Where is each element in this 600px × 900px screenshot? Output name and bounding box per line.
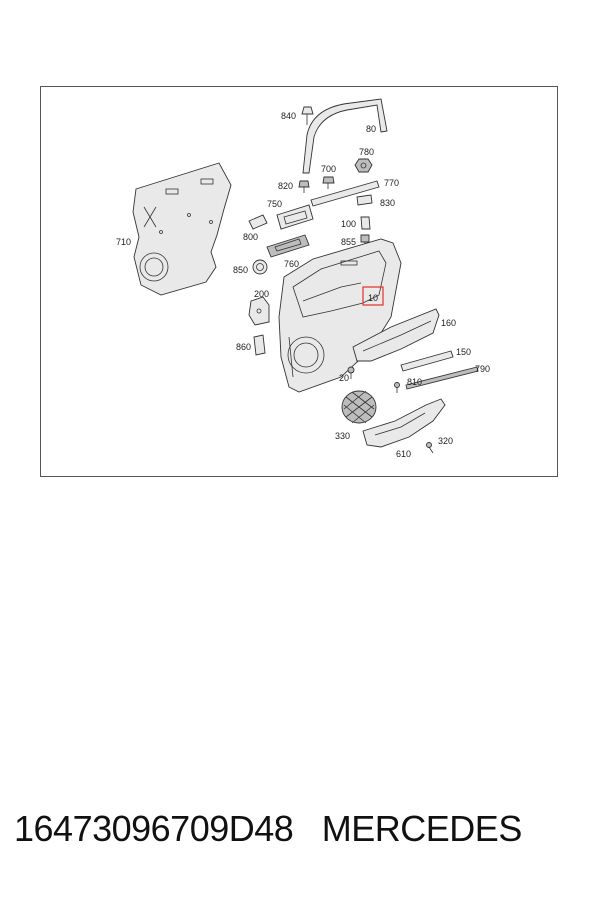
- callout-700: 700: [321, 164, 336, 174]
- callout-790: 790: [475, 364, 490, 374]
- callout-10-highlight-box: [362, 286, 384, 306]
- callout-800: 800: [243, 232, 258, 242]
- callout-330: 330: [335, 431, 350, 441]
- callout-750: 750: [267, 199, 282, 209]
- parts-diagram-frame: 710 840 80 700 780 820 770: [40, 86, 558, 477]
- part-820-screw: [298, 180, 310, 193]
- callout-710: 710: [116, 237, 131, 247]
- callout-20: 20: [339, 373, 349, 383]
- part-760-door-handle: [266, 234, 310, 258]
- part-790-molding: [405, 366, 479, 390]
- part-750-handle-frame: [276, 204, 314, 230]
- callout-830: 830: [380, 198, 395, 208]
- callout-840: 840: [281, 111, 296, 121]
- callout-770: 770: [384, 178, 399, 188]
- callout-610: 610: [396, 449, 411, 459]
- callout-160: 160: [441, 318, 456, 328]
- exploded-parts-diagram: 710 840 80 700 780 820 770: [116, 98, 490, 459]
- callout-780: 780: [359, 147, 374, 157]
- part-150-strip: [400, 350, 454, 372]
- callout-10: 10: [368, 293, 378, 303]
- part-700-screw: [322, 176, 335, 189]
- part-610-lower-trim: [362, 398, 446, 448]
- callout-320: 320: [438, 436, 453, 446]
- part-caption: 16473096709D48 MERCEDES: [14, 808, 594, 858]
- part-20-screw: [347, 366, 355, 379]
- part-330-speaker-grille: [341, 390, 377, 424]
- part-840-clip: [301, 106, 314, 125]
- part-810-screw: [394, 382, 400, 393]
- callout-150: 150: [456, 347, 471, 357]
- part-80-window-seal: [302, 98, 388, 174]
- callout-100: 100: [341, 219, 356, 229]
- part-800-cover: [248, 214, 268, 230]
- part-200-bracket: [248, 296, 270, 326]
- callout-200: 200: [254, 289, 269, 299]
- brand-name: MERCEDES: [321, 808, 523, 849]
- part-number: 16473096709D48: [14, 808, 294, 849]
- part-100-clip: [360, 216, 371, 230]
- callout-860: 860: [236, 342, 251, 352]
- part-830-clip: [356, 194, 373, 206]
- callout-820: 820: [278, 181, 293, 191]
- part-770-trim-strip: [310, 180, 380, 207]
- part-780-nut: [354, 158, 373, 173]
- callout-850: 850: [233, 265, 248, 275]
- part-320-clip: [426, 442, 434, 454]
- callout-760: 760: [284, 259, 299, 269]
- callout-80: 80: [366, 124, 376, 134]
- part-10-door-trim-panel: [278, 238, 402, 393]
- callout-855: 855: [341, 237, 356, 247]
- callout-810: 810: [407, 377, 422, 387]
- part-860-cover: [253, 334, 266, 356]
- part-710-door-membrane: [132, 162, 232, 296]
- part-160-armrest-trim: [352, 308, 440, 362]
- part-850-grommet: [252, 259, 268, 275]
